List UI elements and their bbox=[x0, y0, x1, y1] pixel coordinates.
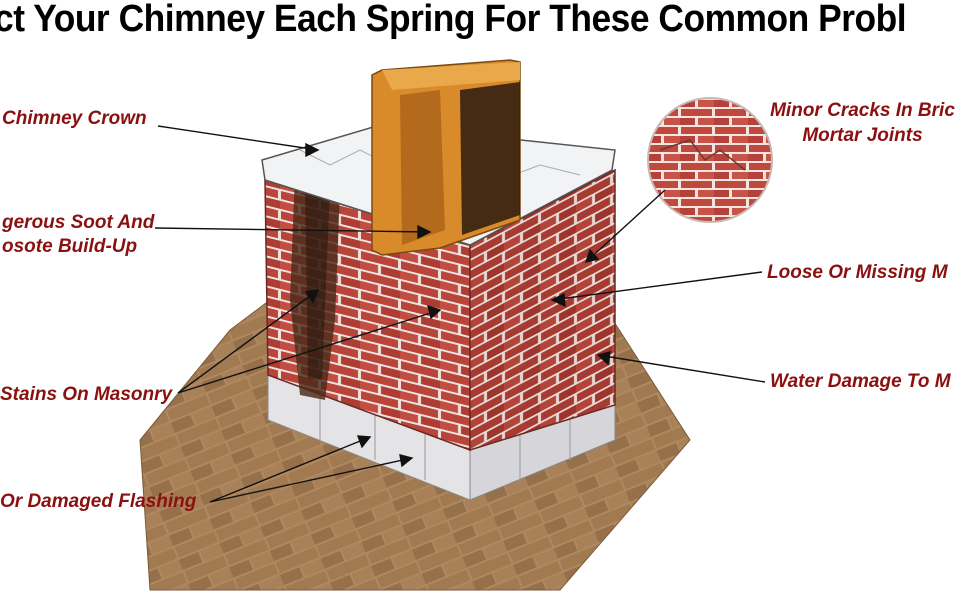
flue-liner bbox=[371, 59, 521, 256]
label-cracks-line-2: Mortar Joints bbox=[802, 125, 923, 146]
label-water-damage: Water Damage To M bbox=[770, 371, 951, 392]
label-loose-mortar: Loose Or Missing M bbox=[767, 262, 948, 283]
label-cracks-line-1: Minor Cracks In Bric bbox=[770, 100, 955, 121]
chimney-side-wall bbox=[469, 168, 616, 452]
label-soot-line-1: gerous Soot And bbox=[2, 212, 155, 233]
cracked-brick-closeup bbox=[647, 97, 773, 223]
label-chimney-crown: Chimney Crown bbox=[2, 108, 147, 129]
leader-lines bbox=[154, 125, 766, 503]
label-stains-on-masonry: Stains On Masonry bbox=[0, 384, 173, 405]
page-title: ct Your Chimney Each Spring For These Co… bbox=[0, 0, 907, 40]
label-soot-line-2: osote Build-Up bbox=[2, 236, 138, 257]
label-damaged-flashing: Or Damaged Flashing bbox=[0, 491, 197, 512]
